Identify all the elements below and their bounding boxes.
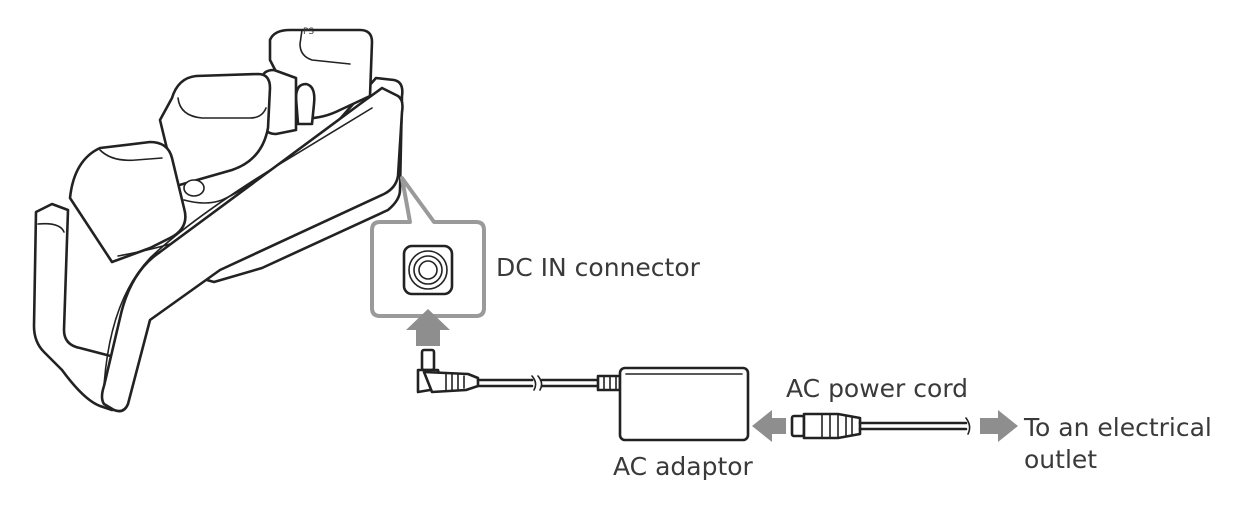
dc-in-port-icon xyxy=(402,244,454,296)
ac-adaptor-label: AC adaptor xyxy=(613,452,754,481)
dc-in-callout xyxy=(370,176,486,318)
ac-power-cord-label: AC power cord xyxy=(786,374,968,403)
dc-plug xyxy=(416,348,480,394)
outlet-label-line2: outlet xyxy=(1024,445,1097,474)
ac-adaptor-box xyxy=(618,366,750,442)
playstation-logo: PS xyxy=(303,27,314,37)
outlet-label-line1: To an electrical xyxy=(1023,413,1212,442)
dc-in-connector-label: DC IN connector xyxy=(496,253,701,282)
plug-in-arrow-up xyxy=(406,309,450,346)
charging-station: PS xyxy=(32,27,404,413)
plug-in-arrow-left xyxy=(752,410,786,442)
ac-power-cord xyxy=(790,412,971,440)
dc-cable xyxy=(476,374,622,392)
outlet-arrow-right xyxy=(980,410,1018,442)
